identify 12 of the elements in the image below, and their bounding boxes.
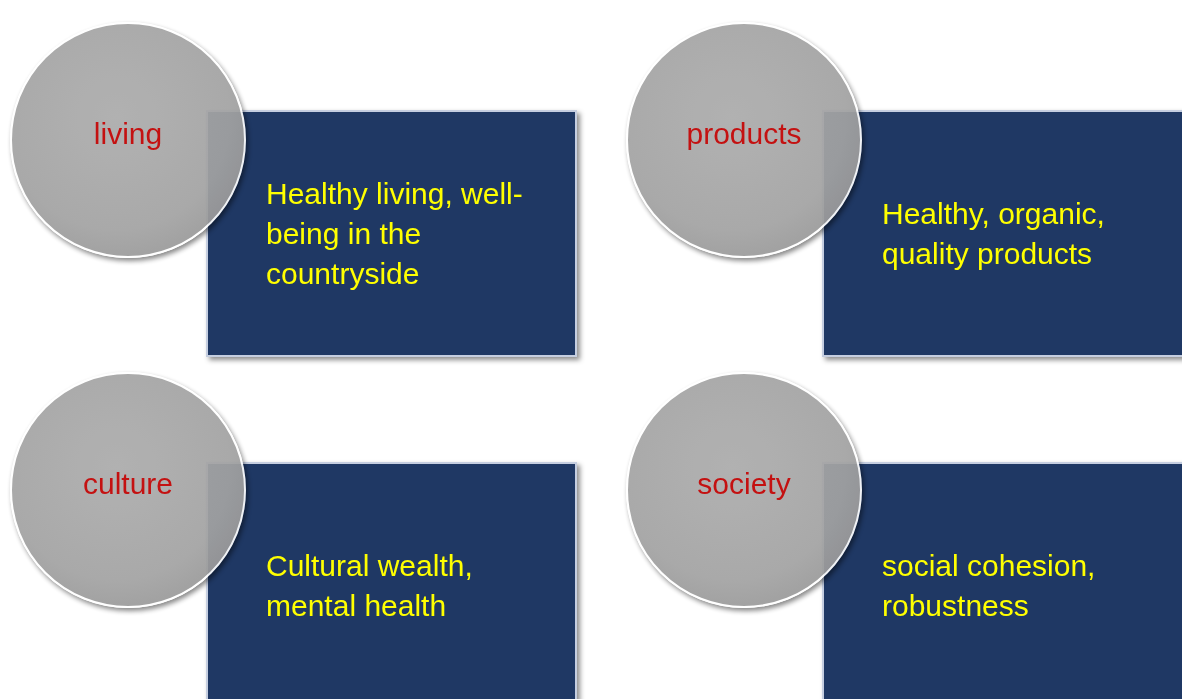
category-label: products [686, 117, 802, 151]
description-text: social cohesion, robustness [882, 548, 1097, 624]
category-label: living [93, 117, 163, 151]
description-panel [822, 462, 1182, 699]
description-panel [206, 110, 577, 357]
description-panel [206, 462, 577, 699]
category-label: society [697, 467, 791, 501]
category-label: culture [82, 467, 173, 501]
description-panel [822, 110, 1182, 357]
description-text: Healthy living, well-being in the countryside [266, 176, 524, 292]
description-text: Healthy, organic, quality products [882, 196, 1106, 272]
description-text: Cultural wealth, mental health [266, 548, 474, 624]
